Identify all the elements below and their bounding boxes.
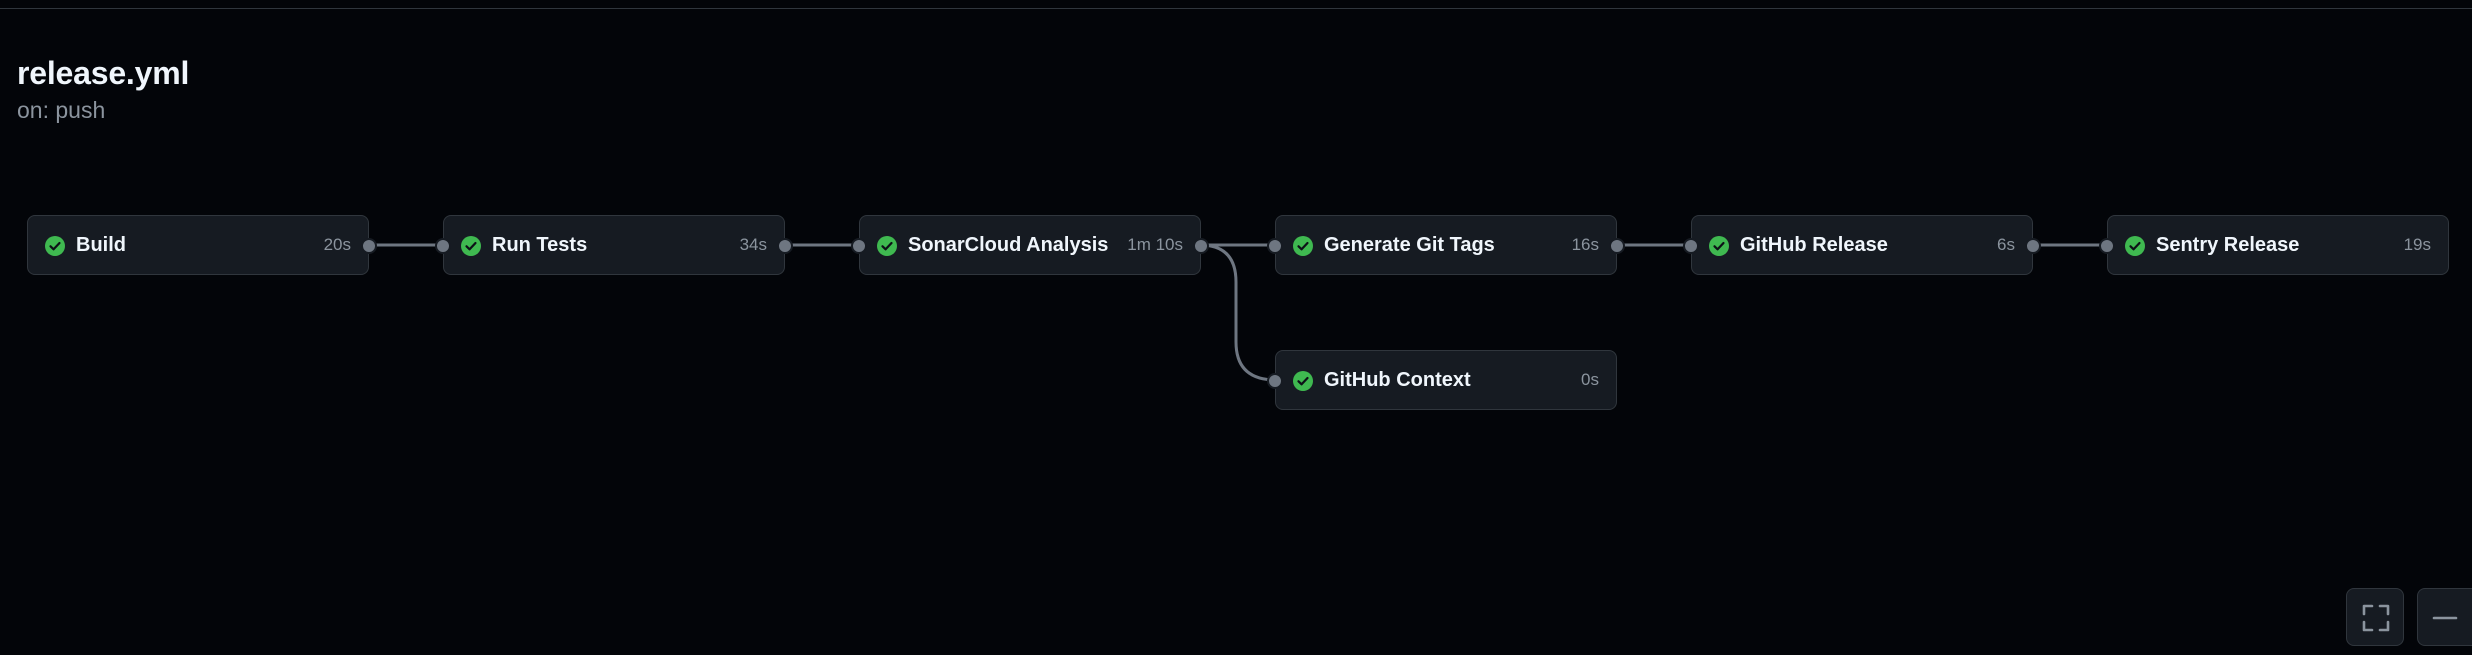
- job-duration: 16s: [1571, 235, 1599, 254]
- workflow-header: release.yml on: push: [17, 54, 189, 124]
- job-input-port: [1267, 238, 1283, 254]
- workflow-trigger: on: push: [17, 97, 106, 123]
- job-card-run-tests[interactable]: Run Tests 34s: [435, 215, 793, 275]
- check-circle-icon: [1293, 236, 1313, 256]
- check-circle-icon: [877, 236, 897, 256]
- job-card-github-release[interactable]: GitHub Release 6s: [1683, 215, 2041, 275]
- job-duration: 34s: [739, 235, 767, 254]
- job-duration: 19s: [2403, 235, 2431, 254]
- job-card-github-context[interactable]: GitHub Context 0s: [1267, 350, 1617, 410]
- job-input-port: [1267, 373, 1283, 389]
- job-name: GitHub Context: [1324, 369, 1471, 391]
- job-input-port: [435, 238, 451, 254]
- job-output-port: [361, 238, 377, 254]
- job-output-port: [1193, 238, 1209, 254]
- job-duration: 1m 10s: [1127, 235, 1183, 254]
- job-card-sentry-release[interactable]: Sentry Release 19s: [2099, 215, 2449, 275]
- job-output-port: [777, 238, 793, 254]
- job-name: Generate Git Tags: [1324, 234, 1495, 256]
- top-divider: [0, 0, 2472, 9]
- check-circle-icon: [2125, 236, 2145, 256]
- check-circle-icon: [1709, 236, 1729, 256]
- job-name: Run Tests: [492, 234, 588, 256]
- job-input-port: [851, 238, 867, 254]
- check-circle-icon: [1293, 371, 1313, 391]
- job-name: GitHub Release: [1740, 234, 1888, 256]
- job-duration: 20s: [323, 235, 351, 254]
- check-circle-icon: [461, 236, 481, 256]
- job-input-port: [2099, 238, 2115, 254]
- job-name: Sentry Release: [2156, 234, 2300, 256]
- check-circle-icon: [45, 236, 65, 256]
- minus-icon: [2432, 616, 2458, 620]
- job-input-port: [1683, 238, 1699, 254]
- fullscreen-icon: [2362, 604, 2390, 632]
- job-name: Build: [76, 234, 126, 256]
- job-duration: 6s: [1997, 235, 2015, 254]
- job-card-sonarcloud-analysis[interactable]: SonarCloud Analysis 1m 10s: [851, 215, 1209, 275]
- job-card-generate-git-tags[interactable]: Generate Git Tags 16s: [1267, 215, 1625, 275]
- zoom-out-button[interactable]: [2417, 588, 2472, 646]
- fullscreen-button[interactable]: [2346, 588, 2404, 646]
- job-output-port: [1609, 238, 1625, 254]
- edge-sonarcloud-github-context: [1199, 243, 1277, 382]
- job-output-port: [2025, 238, 2041, 254]
- job-duration: 0s: [1581, 370, 1599, 389]
- workflow-title: release.yml: [17, 55, 190, 91]
- job-card-build[interactable]: Build 20s: [27, 215, 377, 275]
- job-name: SonarCloud Analysis: [908, 234, 1109, 256]
